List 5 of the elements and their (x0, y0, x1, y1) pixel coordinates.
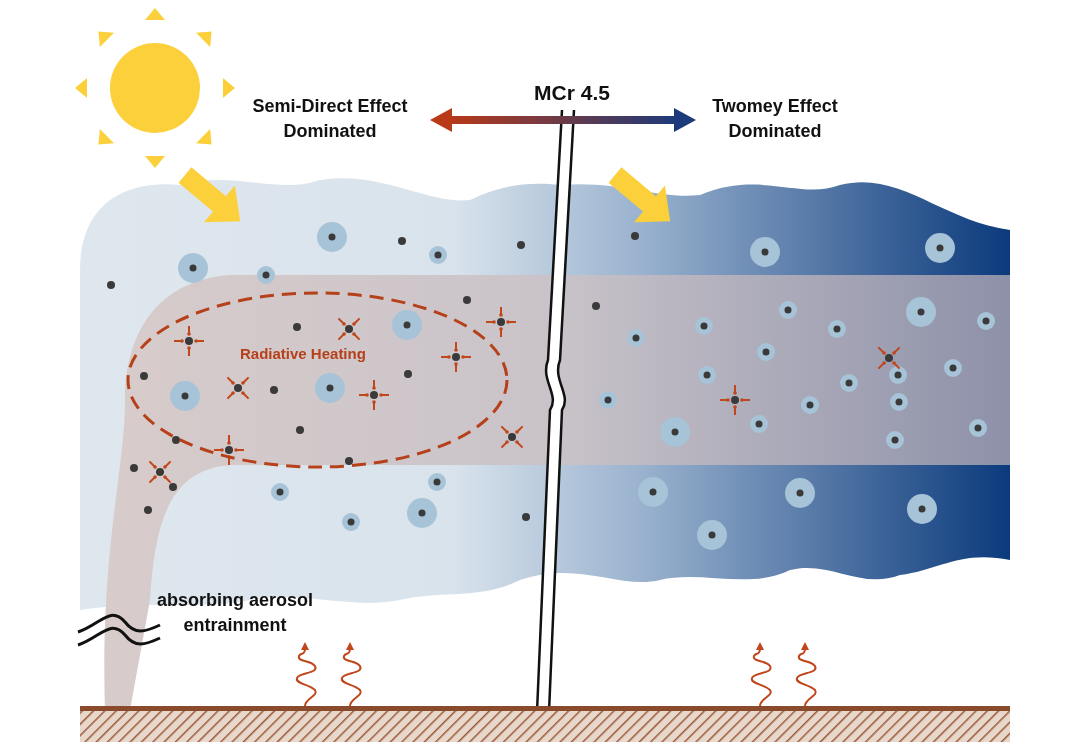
scale-value-label: MCr 4.5 (533, 80, 611, 106)
regime-label: Semi-Direct Effect Dominated (251, 95, 409, 144)
process-label: absorbing aerosol entrainment (155, 589, 314, 638)
region-label: Radiative Heating (240, 345, 366, 362)
regime-label: Twomey Effect Dominated (711, 95, 839, 144)
